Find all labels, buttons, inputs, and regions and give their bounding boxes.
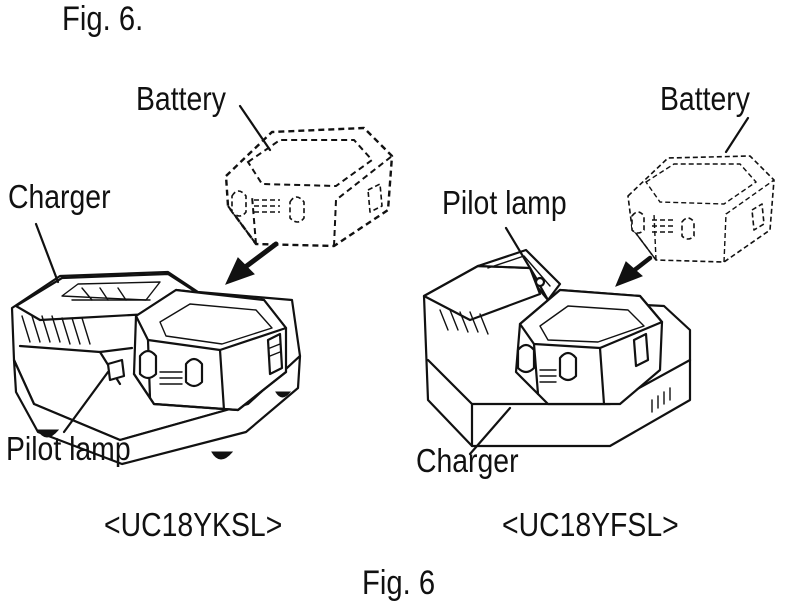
left-pilot-lamp-label: Pilot lamp <box>6 430 131 467</box>
right-pilot-lamp-label: Pilot lamp <box>442 184 567 221</box>
right-model-label: <UC18YFSL> <box>502 506 679 543</box>
left-battery-illustration <box>224 104 394 248</box>
left-charger-label: Charger <box>8 178 111 215</box>
right-charger-label: Charger <box>416 442 519 479</box>
left-model-label: <UC18YKSL> <box>104 506 283 543</box>
right-battery-illustration <box>627 116 775 263</box>
left-battery-label: Battery <box>136 80 226 117</box>
right-insert-arrow <box>615 255 653 287</box>
right-charger-illustration <box>422 226 692 456</box>
top-caption: Fig. 6. <box>62 0 144 38</box>
figure-caption: Fig. 6 <box>362 564 436 602</box>
right-battery-label: Battery <box>660 80 750 117</box>
left-charger-illustration <box>10 222 302 466</box>
left-insert-arrow <box>225 241 279 285</box>
